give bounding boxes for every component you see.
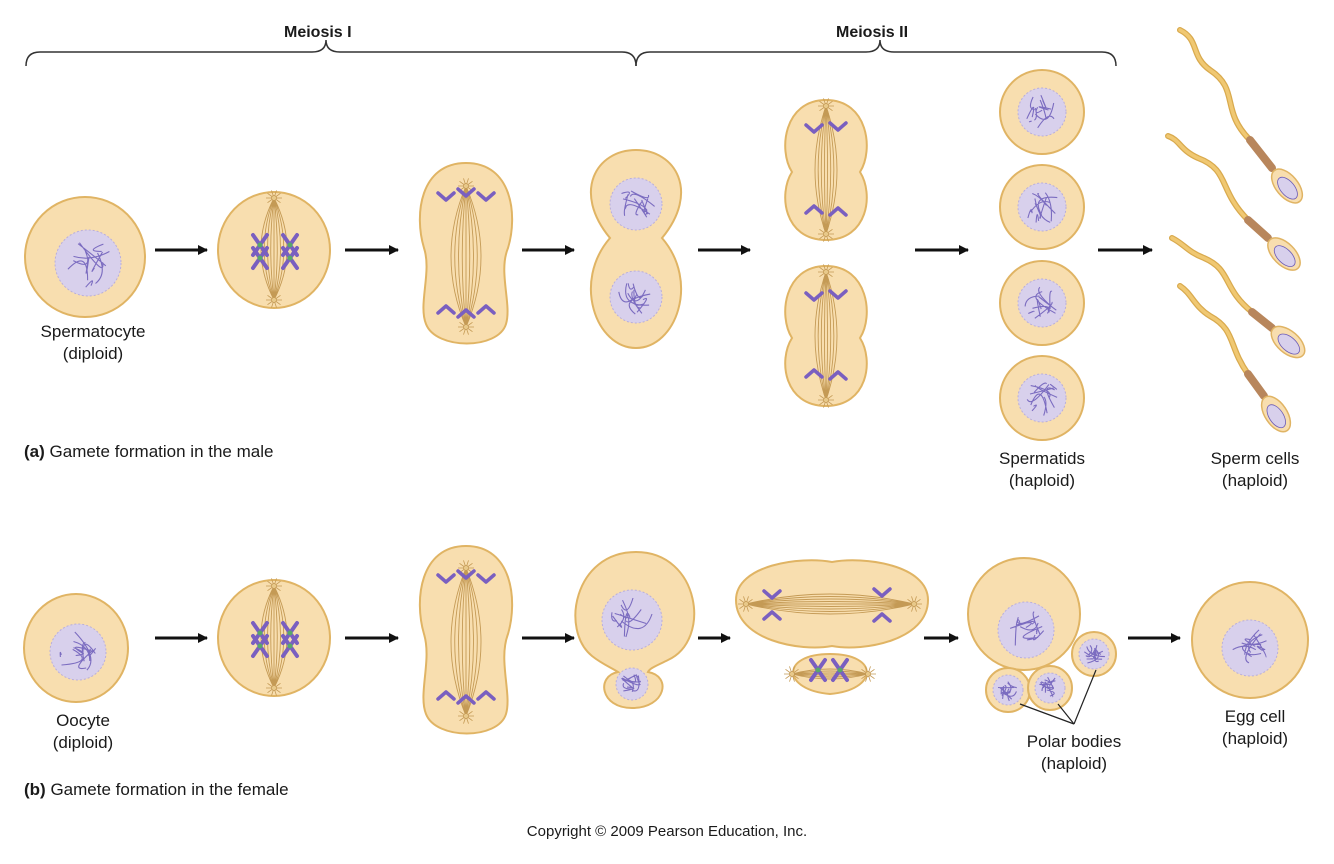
female-telophase-1-cell bbox=[574, 550, 696, 710]
egg-cell-label: Egg cell(haploid) bbox=[1221, 707, 1289, 748]
spermatid-cell-2 bbox=[999, 164, 1085, 250]
male-metaphase-2-cell-upper bbox=[784, 98, 868, 242]
sperm-cell-2 bbox=[1165, 133, 1301, 271]
spermatocyte-label: Spermatocyte(diploid) bbox=[40, 322, 146, 363]
sperm-cell-4 bbox=[1177, 283, 1292, 433]
sperm-cells-label: Sperm cells(haploid) bbox=[1210, 449, 1300, 490]
male-anaphase-1-cell bbox=[418, 161, 514, 345]
male-metaphase-2-cell-lower bbox=[784, 264, 868, 408]
spermatid-cell-4 bbox=[999, 355, 1085, 441]
female-metaphase-2-cell bbox=[734, 559, 930, 649]
copyright-notice: Copyright © 2009 Pearson Education, Inc. bbox=[526, 823, 808, 840]
spermatid-cell-3 bbox=[999, 260, 1085, 346]
female-polar-body-dividing bbox=[784, 652, 876, 696]
meiosis-1-label: Meiosis I bbox=[284, 24, 352, 41]
spermatocyte-cell bbox=[24, 196, 146, 318]
sperm-cell-3 bbox=[1169, 235, 1306, 359]
polar-body-2 bbox=[1027, 665, 1073, 711]
panel-a-caption: (a) Gamete formation in the male bbox=[24, 442, 274, 461]
female-metaphase-1-cell bbox=[217, 578, 331, 697]
meiosis-2-brace bbox=[635, 39, 1117, 67]
spermatid-cell-1 bbox=[999, 69, 1085, 155]
spermatids-label: Spermatids(haploid) bbox=[999, 449, 1085, 490]
male-metaphase-1-cell bbox=[217, 190, 331, 309]
meiosis-2-label: Meiosis II bbox=[836, 24, 909, 41]
polar-body-3 bbox=[1071, 631, 1117, 677]
polar-bodies-pointer-lines bbox=[1019, 669, 1097, 725]
oocyte-cell bbox=[23, 593, 129, 703]
oocyte-label: Oocyte(diploid) bbox=[52, 711, 114, 752]
female-anaphase-1-cell bbox=[418, 544, 514, 735]
sperm-cell-1 bbox=[1177, 27, 1304, 204]
panel-b-caption: (b) Gamete formation in the female bbox=[24, 780, 289, 799]
meiosis-1-brace bbox=[25, 39, 637, 67]
female-secondary-oocyte-cell bbox=[967, 557, 1081, 671]
egg-cell bbox=[1191, 581, 1309, 699]
male-telophase-1-cell bbox=[590, 148, 682, 350]
polar-bodies-label: Polar bodies(haploid) bbox=[1026, 732, 1122, 773]
